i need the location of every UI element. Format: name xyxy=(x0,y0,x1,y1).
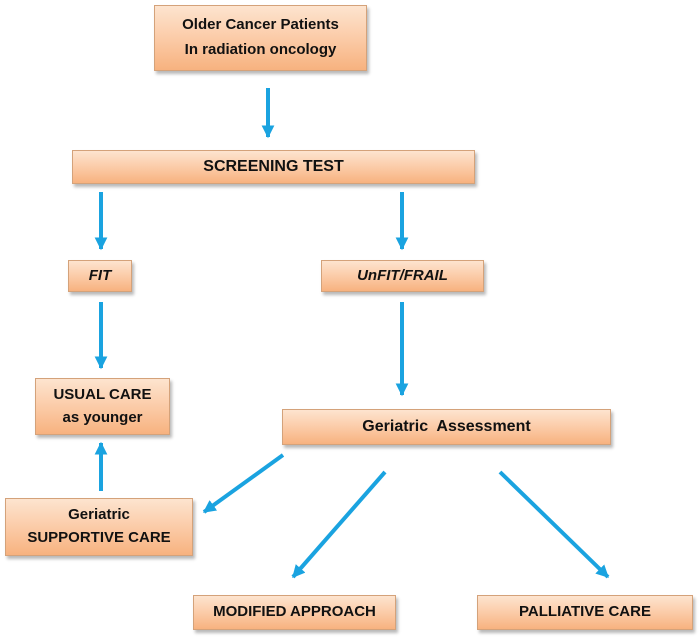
node-modified-approach: MODIFIED APPROACH xyxy=(193,595,396,630)
node-older-cancer-patients-line1: Older Cancer Patients xyxy=(182,16,339,34)
node-palliative-care-label: PALLIATIVE CARE xyxy=(519,603,651,621)
node-older-cancer-patients: Older Cancer Patients In radiation oncol… xyxy=(154,5,367,71)
arrow-assessment-to-palliative xyxy=(498,470,610,579)
node-unfit-frail-label: UnFIT/FRAIL xyxy=(357,266,448,284)
node-geriatric-assessment: Geriatric Assessment xyxy=(282,409,611,445)
node-screening-test: SCREENING TEST xyxy=(72,150,475,184)
node-geriatric-supportive-care-line2: SUPPORTIVE CARE xyxy=(27,529,171,546)
node-geriatric-assessment-label: Geriatric Assessment xyxy=(362,418,531,435)
node-fit-label: FIT xyxy=(88,266,112,284)
node-geriatric-supportive-care: Geriatric SUPPORTIVE CARE xyxy=(5,498,193,556)
node-modified-approach-label: MODIFIED APPROACH xyxy=(213,603,376,621)
arrow-assessment-to-supportive xyxy=(202,453,285,514)
node-older-cancer-patients-line2: In radiation oncology xyxy=(184,41,337,58)
node-usual-care-line2: as younger xyxy=(62,408,143,426)
node-fit: FIT xyxy=(68,260,132,292)
node-screening-test-label: SCREENING TEST xyxy=(203,158,344,175)
node-usual-care-line1: USUAL CARE xyxy=(53,385,152,403)
arrow-assessment-to-modified xyxy=(291,470,387,579)
node-geriatric-supportive-care-line1: Geriatric xyxy=(68,506,130,524)
node-palliative-care: PALLIATIVE CARE xyxy=(477,595,693,630)
node-unfit-frail: UnFIT/FRAIL xyxy=(321,260,484,292)
node-usual-care: USUAL CARE as younger xyxy=(35,378,170,435)
